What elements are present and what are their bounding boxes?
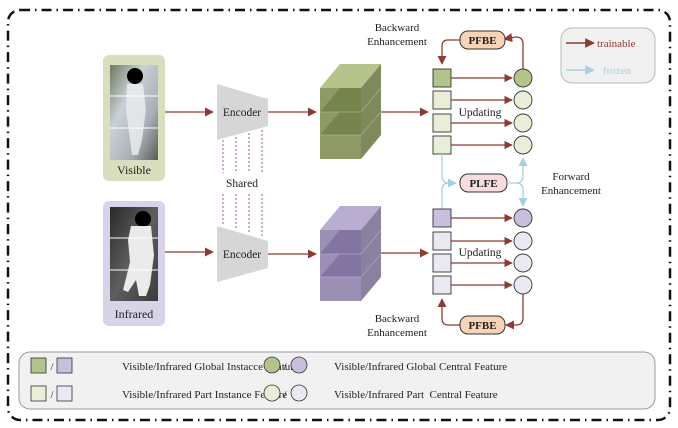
forward-enhancement-line2: Enhancement <box>541 185 601 197</box>
cube-slice <box>320 88 361 112</box>
cube-side-face <box>361 64 381 159</box>
trainable-label: trainable <box>597 38 636 50</box>
outer-frame <box>6 8 672 422</box>
infrared-person-silhouette <box>123 226 154 296</box>
infrared-global-instance-feature <box>432 208 452 228</box>
legend-visible-part-instance-swatch <box>30 385 47 402</box>
legend-global-instance-label: Visible/Infrared Global Instacce Feature <box>122 361 299 373</box>
frozen-label: frozen <box>603 65 632 77</box>
infrared-part-central-feature <box>513 275 533 295</box>
updating-label-bottom: Updating <box>459 247 502 259</box>
backward-enhancement-top-line1: Backward <box>375 22 420 34</box>
visible-part-instance-feature <box>432 90 452 110</box>
visible-head-mask <box>127 68 143 84</box>
pfbe-label-top: PFBE <box>468 35 496 47</box>
visible-feature-cube <box>320 64 382 159</box>
legend-part-central-label: Visible/Infrared Part Central Feature <box>334 389 498 401</box>
visible-encoder: Encoder <box>217 84 268 140</box>
encoder-trapezoid <box>217 226 268 282</box>
legend-part-instance-label: Visible/Infrared Part Instance Feature <box>122 389 287 401</box>
cube-slice <box>320 112 361 135</box>
visible-person-silhouette <box>126 84 146 155</box>
infrared-part-central-feature <box>513 253 533 273</box>
arrow-legend: trainable frozen <box>560 27 656 84</box>
legend-separator: / <box>283 361 287 373</box>
visible-input: Visible <box>103 55 165 181</box>
infrared-feature-memory <box>432 208 533 295</box>
infrared-part-central-feature <box>513 231 533 251</box>
backward-arrow-top <box>503 33 524 69</box>
visible-global-central-feature <box>513 68 533 88</box>
infrared-global-central-feature <box>513 208 533 228</box>
encoder-label: Encoder <box>223 107 261 119</box>
backward-arrow-top-into-instance <box>437 39 460 65</box>
cube-slice <box>320 254 361 277</box>
visible-part-central-feature <box>513 113 533 133</box>
pfbe-module-bottom <box>459 315 506 335</box>
visible-label: Visible <box>117 163 151 177</box>
forward-arrow-to-infrared-central <box>515 182 528 207</box>
infrared-encoder: Encoder <box>217 226 268 282</box>
visible-feature-memory <box>432 68 533 155</box>
feature-legend-box <box>18 351 656 410</box>
infrared-part-instance-feature <box>432 231 452 251</box>
legend-infrared-part-central-swatch <box>290 384 308 402</box>
visible-part-instance-feature <box>432 113 452 133</box>
updating-label-top: Updating <box>459 107 502 119</box>
encoder-label: Encoder <box>223 249 261 261</box>
pfbe-label-bottom: PFBE <box>468 320 496 332</box>
shared-label: Shared <box>226 178 258 190</box>
infrared-input: Infrared <box>103 201 165 326</box>
cube-slice <box>320 230 361 254</box>
infrared-part-instance-feature <box>432 253 452 273</box>
infrared-label: Infrared <box>115 307 154 321</box>
legend-separator: / <box>283 389 287 401</box>
legend-separator: / <box>50 361 54 373</box>
cube-top-face <box>320 64 381 88</box>
frozen-arrow-to-plfe-from-infrared <box>441 182 450 209</box>
shared-weights-lines <box>222 130 263 238</box>
visible-part-central-feature <box>513 135 533 155</box>
legend-infrared-part-instance-swatch <box>56 385 73 402</box>
forward-enhancement-line1: Forward <box>552 171 590 183</box>
legend-infrared-global-instance-swatch <box>56 357 73 374</box>
legend-global-central-label: Visible/Infrared Global Central Feature <box>334 361 507 373</box>
cube-side-face <box>361 206 381 301</box>
cube-top-face <box>320 206 381 230</box>
infrared-part-instance-feature <box>432 275 452 295</box>
infrared-head-mask <box>135 211 151 227</box>
arrow-legend-box <box>560 27 656 84</box>
legend-visible-part-central-swatch <box>263 384 281 402</box>
visible-global-instance-feature <box>432 68 452 88</box>
forward-arrow-to-visible-central <box>507 157 528 184</box>
encoder-trapezoid <box>217 84 268 140</box>
infrared-feature-cube <box>320 206 382 301</box>
legend-infrared-global-central-swatch <box>290 356 308 374</box>
legend-visible-global-central-swatch <box>263 356 281 374</box>
visible-part-instance-feature <box>432 135 452 155</box>
legend-separator: / <box>50 389 54 401</box>
backward-enhancement-bottom-line1: Backward <box>375 313 420 325</box>
backward-arrow-bottom <box>505 294 524 330</box>
feature-legend: / Visible/Infrared Global Instacce Featu… <box>18 351 656 410</box>
frozen-arrow-to-plfe-from-visible <box>441 154 457 188</box>
legend-visible-global-instance-swatch <box>30 357 47 374</box>
plfe-label: PLFE <box>469 178 497 190</box>
backward-arrow-bottom-into-instance <box>437 298 460 326</box>
backward-enhancement-top-line2: Enhancement <box>367 36 427 48</box>
visible-part-central-feature <box>513 90 533 110</box>
pfbe-module-top <box>459 30 506 50</box>
backward-enhancement-bottom-line2: Enhancement <box>367 327 427 339</box>
